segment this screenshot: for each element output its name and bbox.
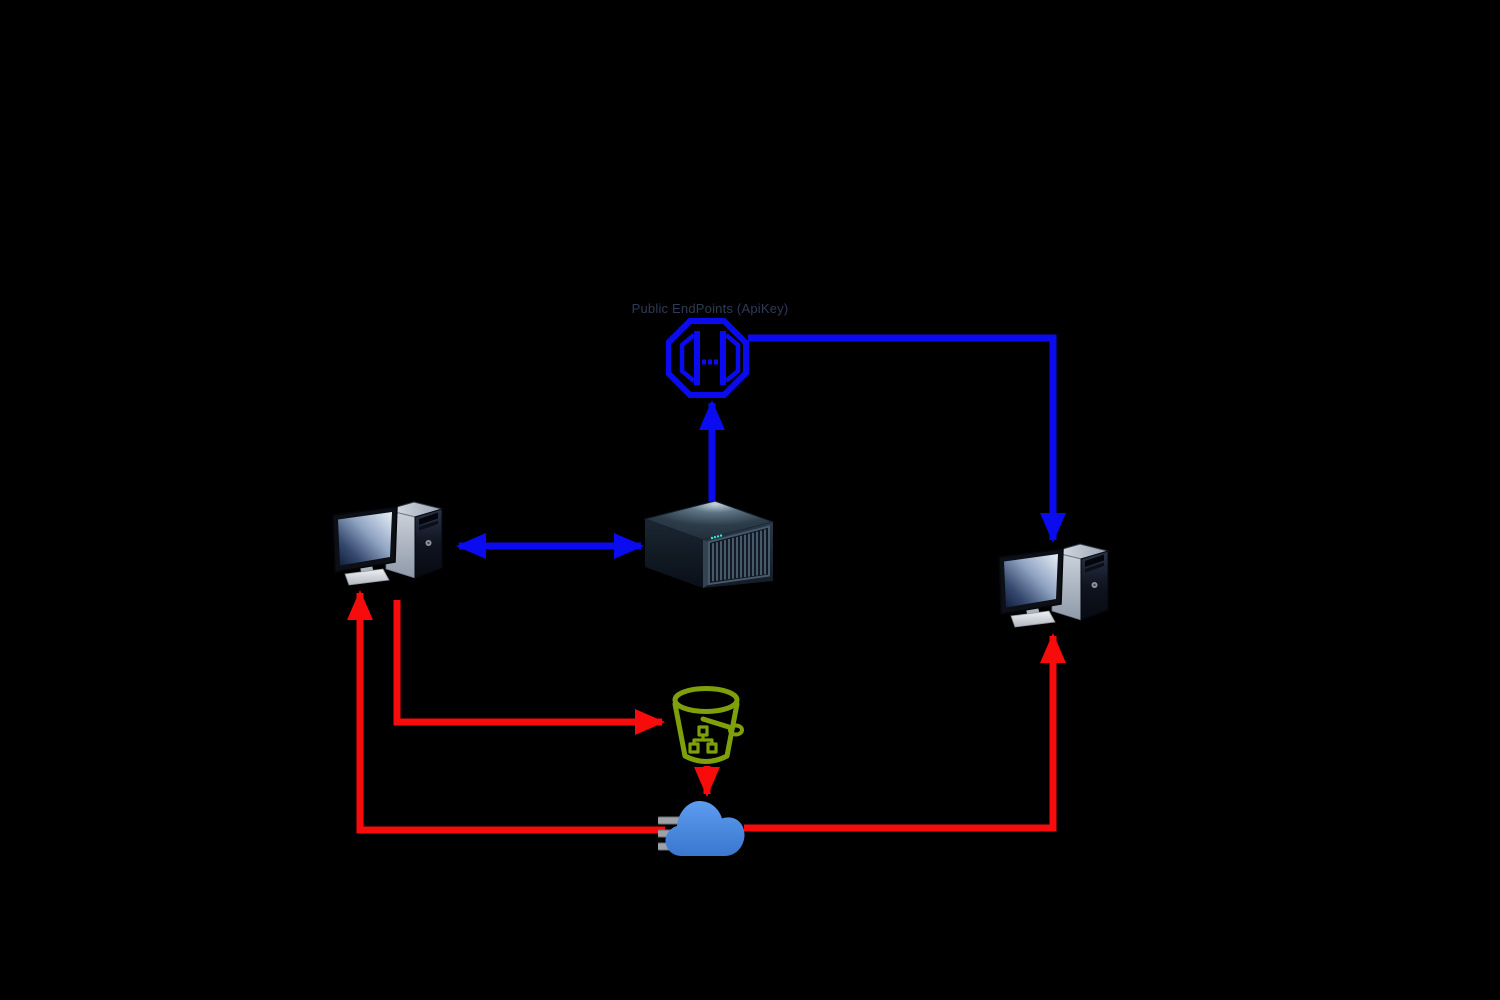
bucket-tree-glyph <box>688 725 718 754</box>
edge-cloud-to-workstation-right <box>744 633 1066 832</box>
cloud-icon <box>655 801 745 856</box>
network-cloud-node <box>655 796 750 863</box>
monitor <box>998 548 1064 615</box>
public-endpoints-gateway-node <box>665 318 750 405</box>
gateway-label: Public EndPoints (ApiKey) <box>631 301 789 316</box>
bucket-icon <box>672 686 744 764</box>
workstation-left-node <box>328 498 452 597</box>
storage-server-node <box>642 498 775 595</box>
workstation-icon <box>998 543 1110 628</box>
storage-bucket-node <box>670 686 746 775</box>
workstation-icon <box>332 501 444 586</box>
workstation-right-node <box>994 540 1118 639</box>
edge-workstation-left-to-bucket <box>393 600 665 735</box>
storage-server-icon <box>643 500 775 588</box>
api-gateway-octagon-icon <box>665 318 749 398</box>
disk-slots <box>711 529 767 582</box>
edge-cloud-to-workstation-left <box>347 590 665 834</box>
edge-gateway-to-workstation-right <box>748 334 1066 543</box>
monitor <box>332 506 398 573</box>
server-led-lights <box>710 534 723 540</box>
